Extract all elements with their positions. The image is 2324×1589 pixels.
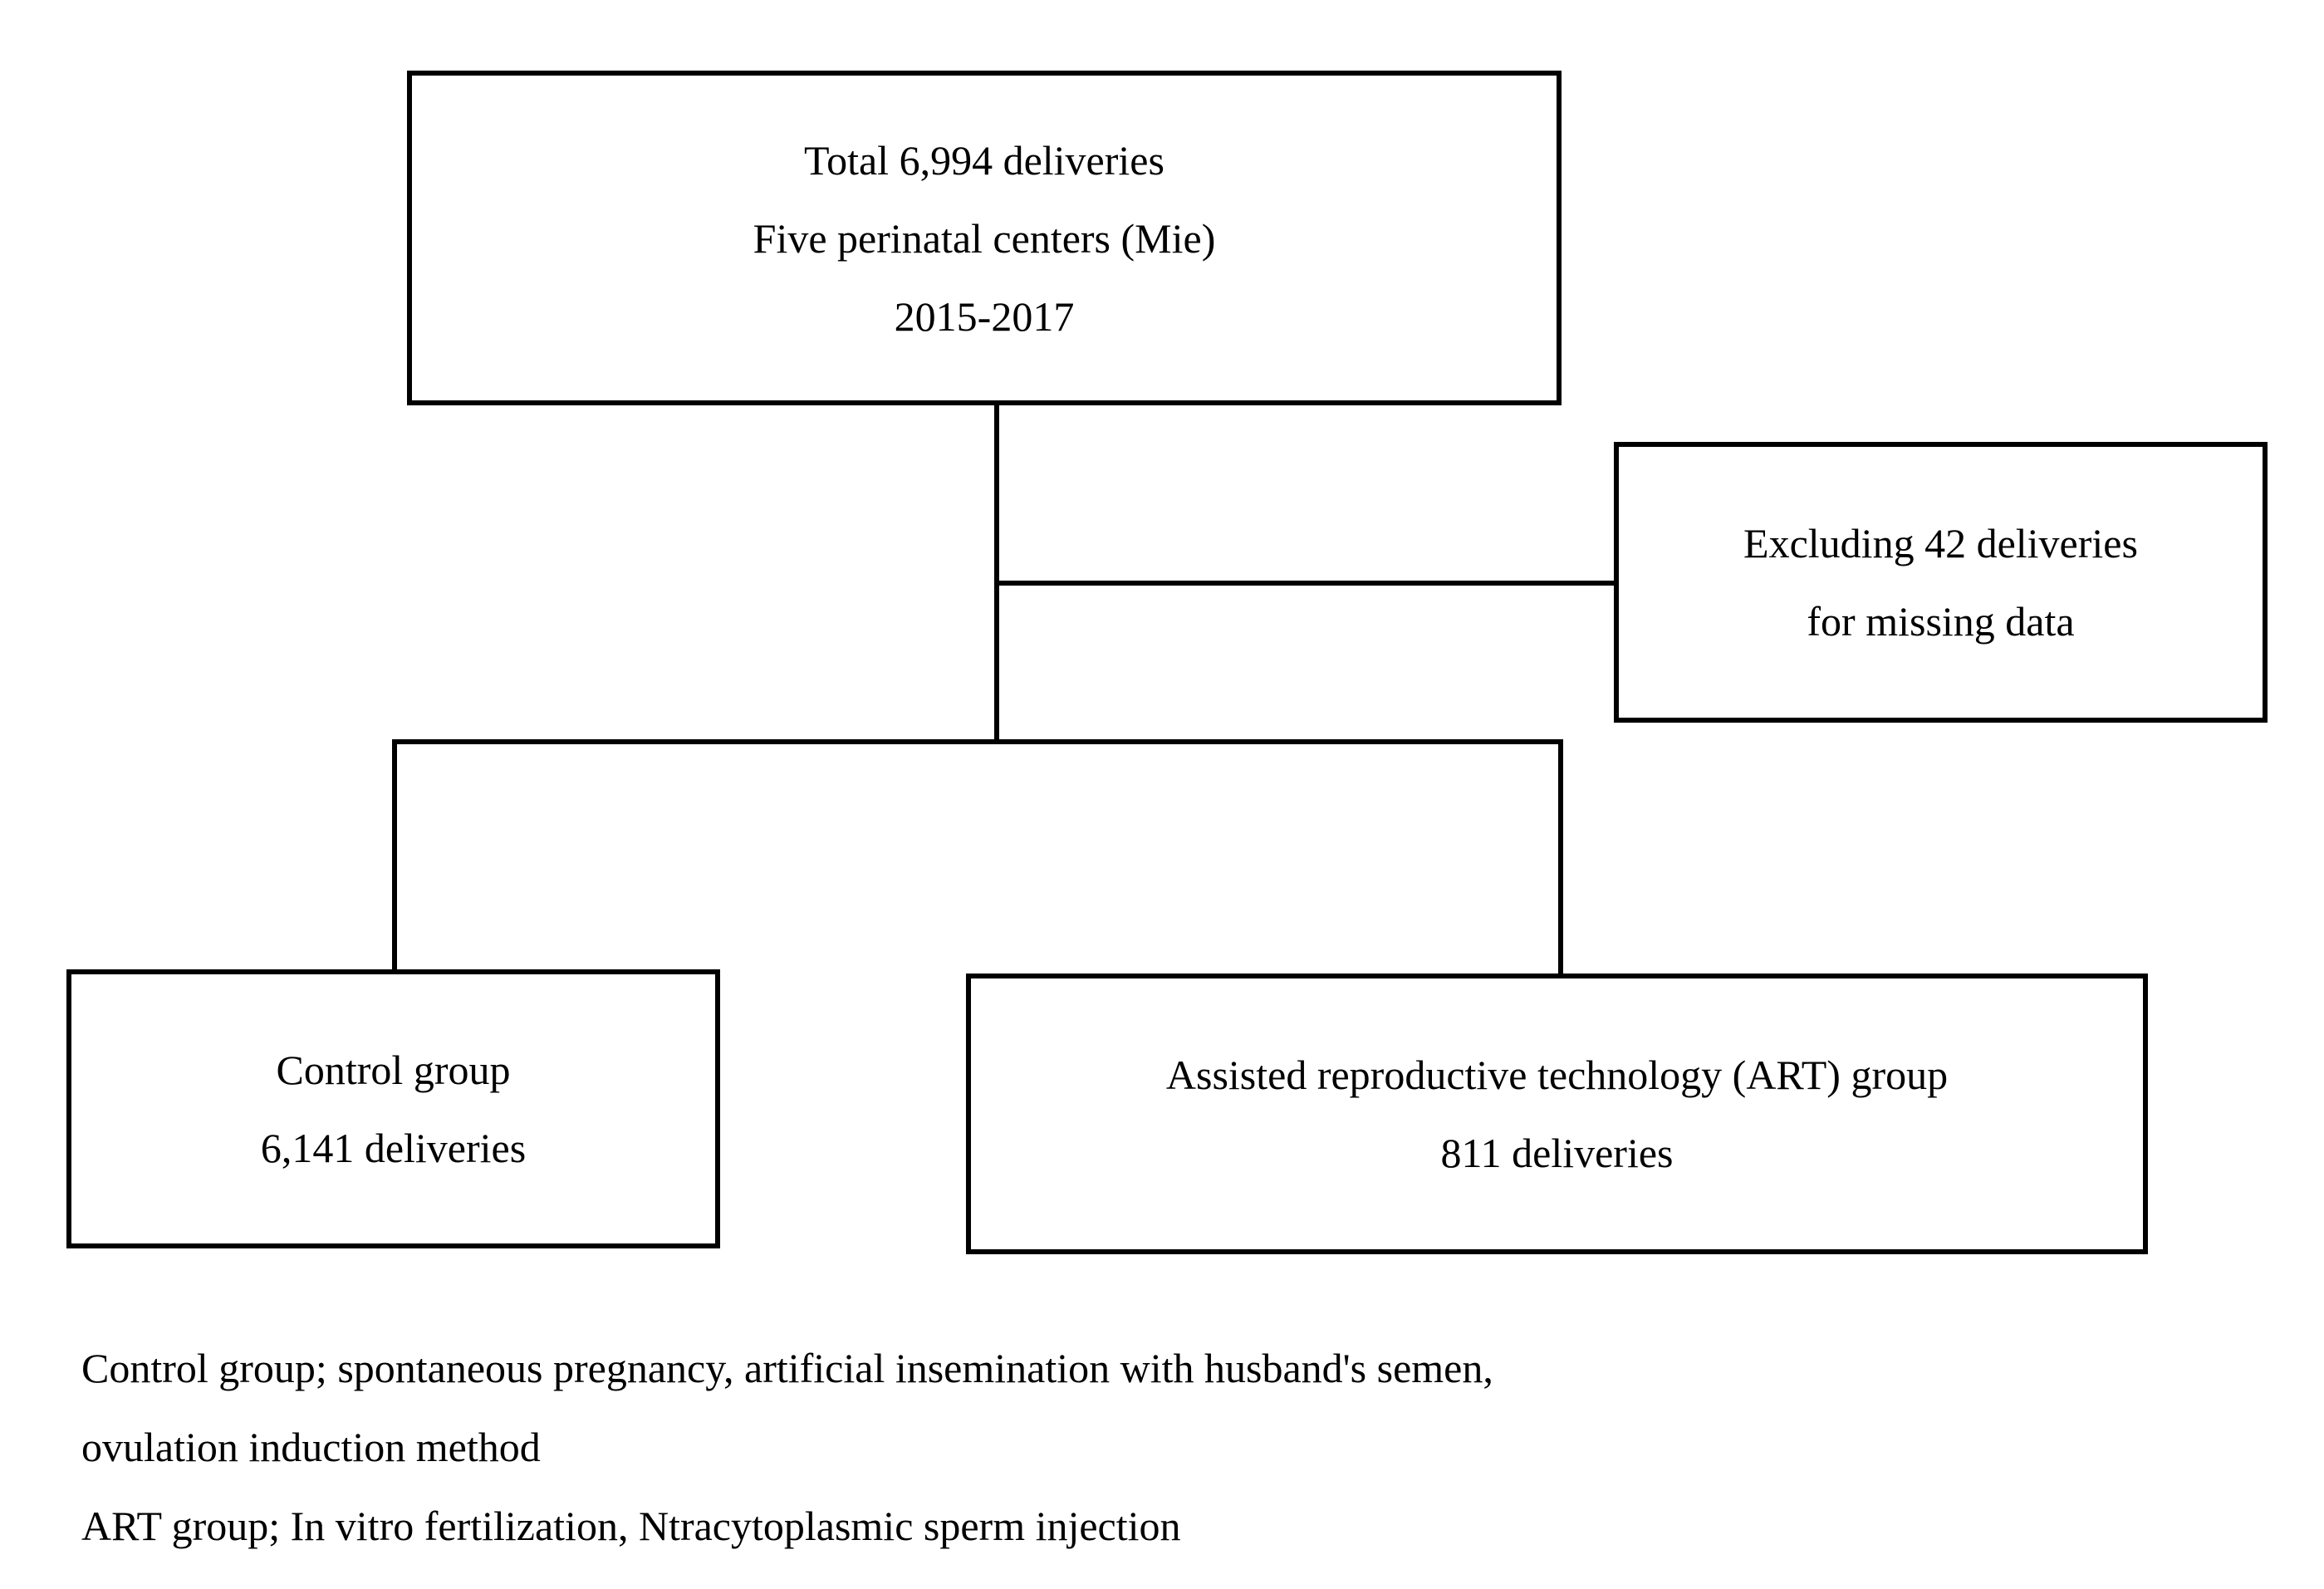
connector-split-horizontal xyxy=(392,739,1563,744)
connector-exclusion-horizontal xyxy=(994,581,1617,586)
footnote-line-2: ovulation induction method xyxy=(81,1424,541,1470)
footnote-line-3: ART group; In vitro fertilization, Ntrac… xyxy=(81,1503,1181,1549)
art-group-box: Assisted reproductive technology (ART) g… xyxy=(966,974,2148,1254)
connector-trunk-vertical xyxy=(994,403,999,744)
exclusion-box: Excluding 42 deliveries for missing data xyxy=(1614,442,2268,723)
exclusion-line-1: Excluding 42 deliveries xyxy=(1743,520,2138,566)
connector-control-vertical xyxy=(392,739,397,972)
total-deliveries-line-2: Five perinatal centers (Mie) xyxy=(753,214,1216,262)
control-group-box: Control group 6,141 deliveries xyxy=(66,969,720,1248)
total-deliveries-box: Total 6,994 deliveries Five perinatal ce… xyxy=(407,71,1562,405)
total-deliveries-line-1: Total 6,994 deliveries xyxy=(804,136,1164,184)
art-group-line-1: Assisted reproductive technology (ART) g… xyxy=(1165,1052,1949,1098)
connector-art-vertical xyxy=(1558,739,1563,976)
exclusion-line-2: for missing data xyxy=(1807,598,2075,645)
art-group-line-2: 811 deliveries xyxy=(1440,1130,1674,1176)
footnote-line-1: Control group; spontaneous pregnancy, ar… xyxy=(81,1345,1493,1391)
control-group-line-1: Control group xyxy=(276,1047,511,1093)
control-group-line-2: 6,141 deliveries xyxy=(260,1125,527,1171)
total-deliveries-line-3: 2015-2017 xyxy=(894,292,1075,340)
footnote: Control group; spontaneous pregnancy, ar… xyxy=(81,1329,1493,1566)
